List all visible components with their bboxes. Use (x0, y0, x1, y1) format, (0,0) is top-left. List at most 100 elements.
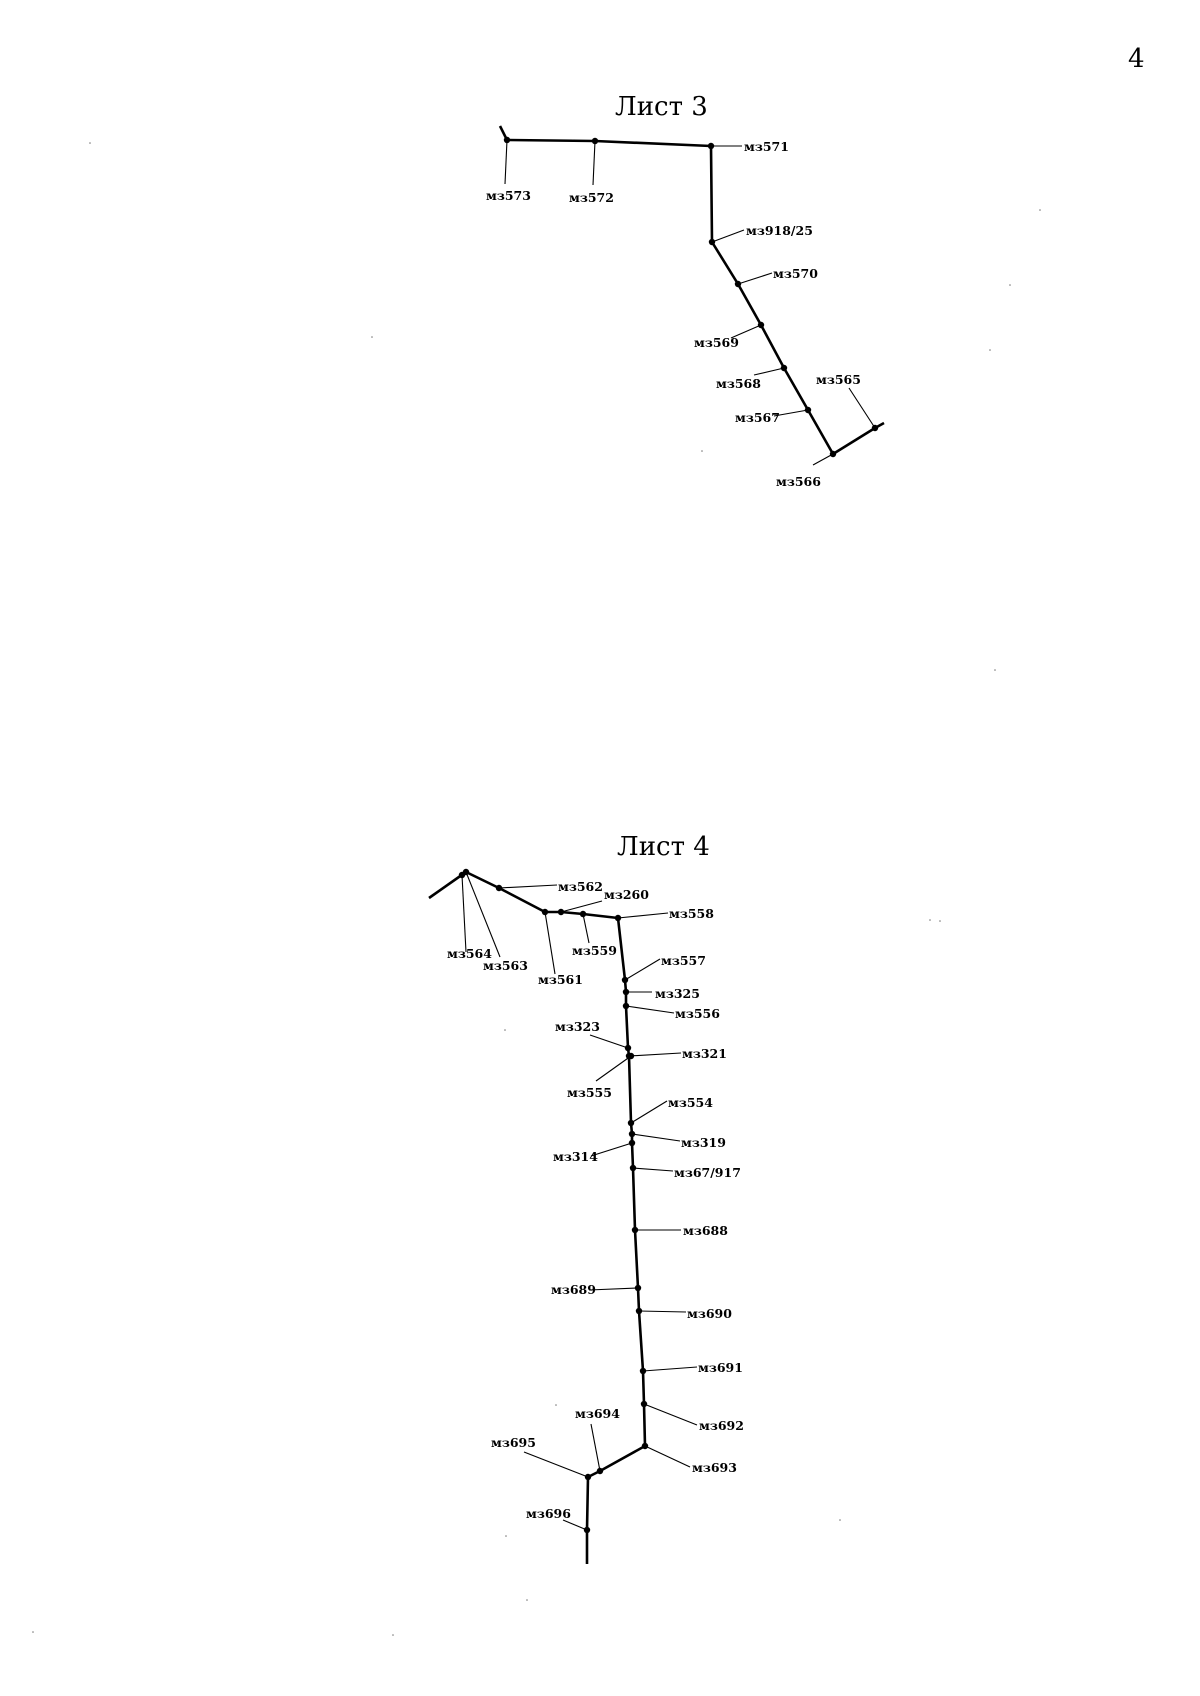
survey-point-marker (640, 1400, 648, 1408)
leader-line (812, 453, 834, 466)
sheet4-route-line (428, 870, 647, 1564)
scan-speck (392, 1634, 394, 1636)
survey-point-label: мз696 (526, 1506, 571, 1521)
scan-speck (89, 142, 91, 144)
survey-point-marker (614, 914, 622, 922)
survey-point-label: мз67/917 (674, 1165, 741, 1180)
leader-line (624, 958, 661, 981)
survey-point-label: мз314 (553, 1149, 598, 1164)
survey-point-label: мз565 (816, 372, 861, 387)
leader-line (848, 387, 876, 429)
survey-point-label: мз558 (669, 906, 714, 921)
leader-line (643, 1403, 698, 1426)
survey-point-marker (871, 424, 879, 432)
survey-point-label: мз689 (551, 1282, 596, 1297)
leader-line (590, 1142, 633, 1157)
scan-speck (1039, 209, 1041, 211)
leader-line (644, 1445, 691, 1468)
survey-point-label: мз561 (538, 972, 583, 987)
survey-point-label: мз567 (735, 410, 780, 425)
sheet-3-title: Лист 3 (615, 92, 708, 122)
survey-point-label: мз319 (681, 1135, 726, 1150)
scan-speck (505, 1535, 507, 1537)
leader-line (773, 409, 809, 417)
leader-line (590, 1423, 601, 1472)
survey-point-marker (627, 1119, 635, 1127)
survey-point-marker (829, 450, 837, 458)
survey-point-label: мз572 (569, 190, 614, 205)
scan-speck (929, 919, 931, 921)
survey-point-marker (641, 1442, 649, 1450)
survey-point-marker (635, 1307, 643, 1315)
scan-speck (371, 336, 373, 338)
survey-point-marker (628, 1130, 636, 1138)
survey-point-label: мз564 (447, 946, 492, 961)
leader-line (461, 874, 467, 953)
survey-point-marker (622, 988, 630, 996)
survey-point-marker (634, 1284, 642, 1292)
leader-line (498, 884, 558, 889)
leader-line (753, 367, 785, 376)
leader-line (589, 1034, 629, 1049)
survey-point-marker (462, 868, 470, 876)
leader-line (588, 1287, 639, 1291)
survey-point-marker (757, 321, 765, 329)
survey-point-marker (624, 1044, 632, 1052)
survey-point-marker (707, 142, 715, 150)
survey-point-marker (579, 910, 587, 918)
leader-line (465, 871, 501, 958)
survey-point-label: мз323 (555, 1019, 600, 1034)
scan-speck (989, 349, 991, 351)
survey-point-label: мз693 (692, 1460, 737, 1475)
leader-line (628, 1052, 682, 1057)
survey-point-label: мз571 (744, 139, 789, 154)
survey-point-label: мз325 (655, 986, 700, 1001)
survey-point-label: мз557 (661, 953, 706, 968)
survey-point-marker (557, 908, 565, 916)
leader-line (523, 1451, 589, 1478)
leader-line (730, 324, 762, 339)
scan-speck (701, 450, 703, 452)
page-number: 4 (1128, 44, 1145, 74)
survey-point-label: мз566 (776, 474, 821, 489)
survey-point-marker (708, 238, 716, 246)
sheet3-route-line (498, 125, 885, 456)
survey-point-label: мз691 (698, 1360, 743, 1375)
leader-line (632, 1167, 674, 1172)
survey-point-marker (584, 1473, 592, 1481)
leader-line (631, 1133, 681, 1142)
leader-line (711, 229, 745, 243)
scan-speck (939, 920, 941, 922)
scan-speck (839, 1519, 841, 1521)
leader-line (617, 912, 669, 919)
survey-point-label: мз573 (486, 188, 531, 203)
survey-point-marker (596, 1467, 604, 1475)
leader-line (544, 911, 556, 975)
scan-speck (504, 1029, 506, 1031)
leader-line (625, 1005, 675, 1014)
survey-point-marker (495, 884, 503, 892)
survey-point-label: мз569 (694, 335, 739, 350)
survey-point-label: мз918/25 (746, 223, 813, 238)
scan-speck (1009, 284, 1011, 286)
survey-point-marker (627, 1052, 635, 1060)
scan-speck (555, 1404, 557, 1406)
survey-point-label: мз556 (675, 1006, 720, 1021)
survey-point-marker (734, 280, 742, 288)
survey-point-label: мз563 (483, 958, 528, 973)
survey-point-marker (622, 1002, 630, 1010)
survey-point-label: мз554 (668, 1095, 713, 1110)
survey-point-label: мз694 (575, 1406, 620, 1421)
survey-point-marker (583, 1526, 591, 1534)
survey-point-marker (631, 1226, 639, 1234)
survey-point-marker (503, 136, 511, 144)
survey-point-label: мз688 (683, 1223, 728, 1238)
survey-point-marker (639, 1367, 647, 1375)
survey-point-marker (541, 908, 549, 916)
survey-point-marker (629, 1164, 637, 1172)
survey-point-marker (628, 1139, 636, 1147)
leader-line (582, 913, 590, 944)
survey-point-label: мз555 (567, 1085, 612, 1100)
survey-point-marker (621, 976, 629, 984)
